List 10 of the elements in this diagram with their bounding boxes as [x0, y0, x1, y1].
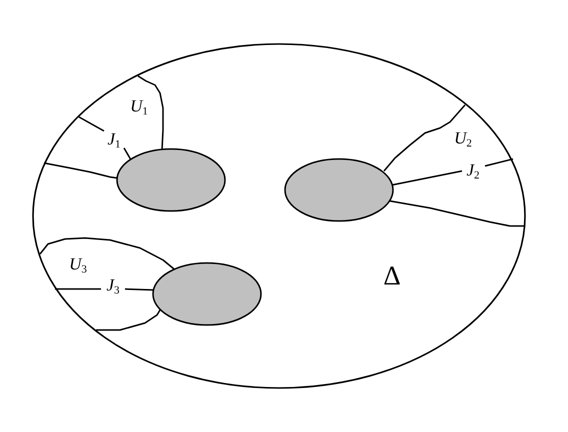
region-label: U$_{3}$: [69, 256, 87, 272]
region-label: U$_{1}$: [130, 98, 148, 114]
curve-label: J$_{2}$: [466, 162, 480, 178]
curve-label: J$_{1}$: [107, 130, 121, 148]
curve-label: J$_{3}$: [106, 276, 120, 294]
hole-ellipse: [284, 158, 394, 222]
hole-ellipse: [116, 148, 226, 212]
region-label: U$_{2}$: [454, 130, 472, 146]
hole-ellipse: [152, 262, 262, 326]
domain-label: Δ: [383, 262, 401, 290]
